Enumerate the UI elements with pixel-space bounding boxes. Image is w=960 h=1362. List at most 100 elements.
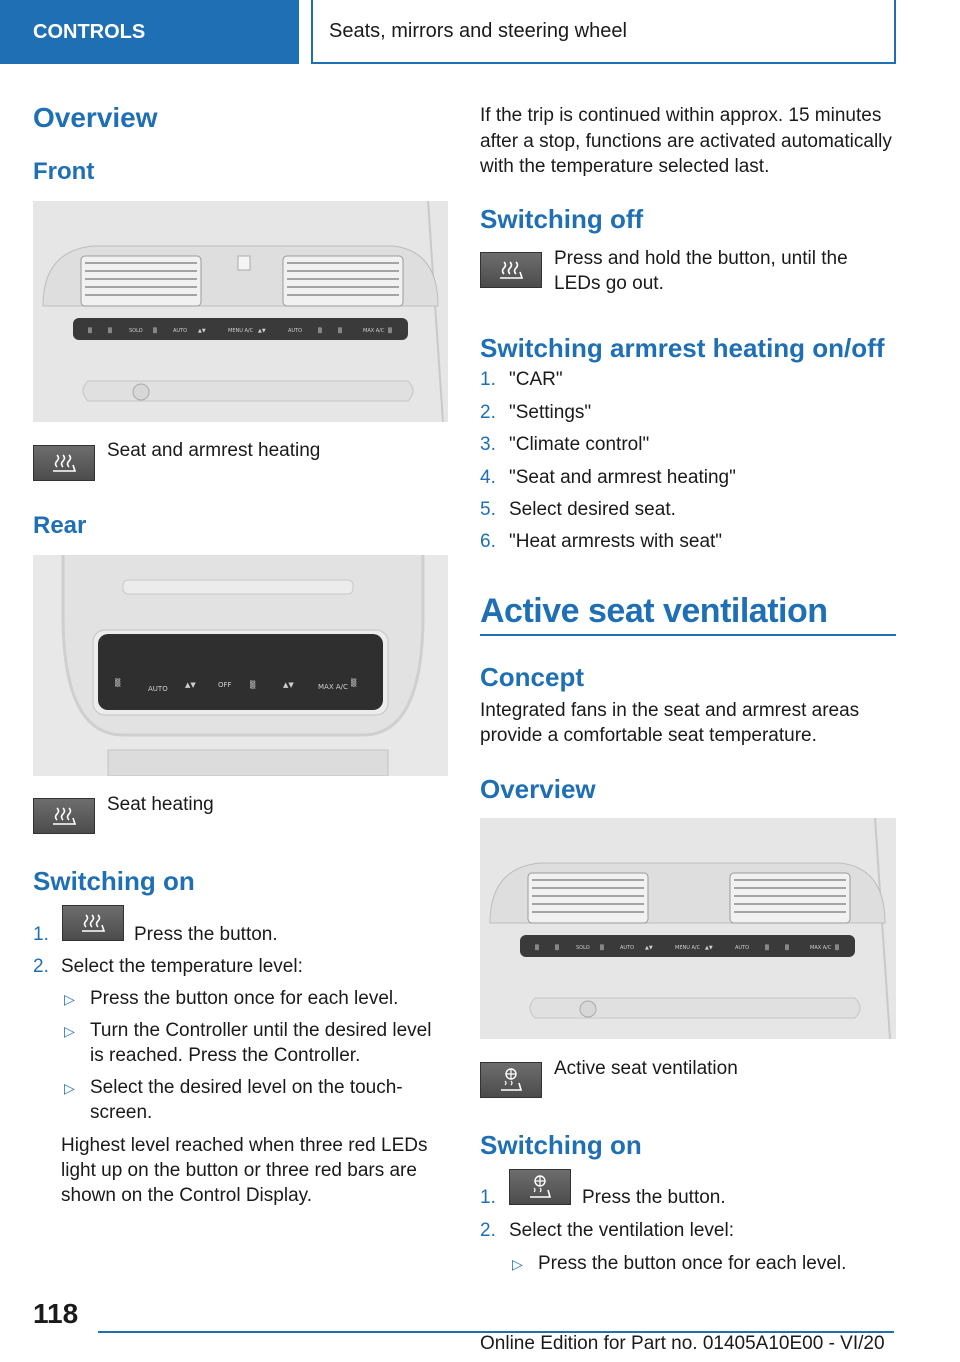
svg-text:AUTO: AUTO: [620, 945, 634, 951]
svg-text:AUTO: AUTO: [735, 945, 749, 951]
bullet-text: screen.: [90, 1102, 153, 1123]
seat-ventilation-icon: [480, 1062, 542, 1098]
armrest-step-number: 6.: [480, 531, 496, 552]
seat-ventilation-button-icon: [509, 1169, 571, 1205]
svg-text:▒: ▒: [555, 944, 559, 951]
note-text: Highest level reached when three red LED…: [61, 1135, 428, 1156]
svg-text:▲▼: ▲▼: [258, 328, 266, 334]
svg-text:▒: ▒: [388, 327, 392, 334]
front-console-illustration: ▒▒SOLO ▒AUTO▲▼ MENU A/C▲▼AUTO ▒▒MAX A/C▒: [33, 201, 448, 422]
bullet-text: Press the button once for each level.: [90, 988, 399, 1009]
svg-text:▒: ▒: [535, 944, 539, 951]
svg-text:▒: ▒: [600, 944, 604, 951]
rear-console-illustration: ▒AUTO▲▼ OFF▒▲▼ MAX A/C▒: [33, 555, 448, 776]
intro-text: with the temperature selected last.: [480, 156, 770, 177]
vent-step-number: 2.: [480, 1220, 496, 1241]
section-tab: CONTROLS: [0, 0, 299, 64]
seat-heating-icon: [33, 445, 95, 481]
step-number: 2.: [33, 956, 49, 977]
front-caption: Seat and armrest heating: [107, 440, 321, 461]
edition-text: Online Edition for Part no. 01405A10E00 …: [480, 1333, 885, 1354]
svg-text:▒: ▒: [88, 327, 92, 334]
vent-step-number: 1.: [480, 1187, 496, 1208]
intro-text: after a stop, functions are activated au…: [480, 131, 892, 152]
step-number: 1.: [33, 924, 49, 945]
bullet-marker: ▷: [64, 1080, 75, 1096]
armrest-step-number: 4.: [480, 467, 496, 488]
concept-heading: Concept: [480, 662, 584, 692]
overview-heading: Overview: [33, 102, 158, 133]
switch-off-text: Press and hold the button, until the: [554, 248, 848, 269]
rear-heading: Rear: [33, 512, 87, 539]
vent-bullet-text: Press the button once for each level.: [538, 1253, 847, 1274]
rear-caption: Seat heating: [107, 794, 214, 815]
svg-text:▒: ▒: [115, 678, 121, 687]
armrest-heading: Switching armrest heating on/off: [480, 333, 885, 363]
seat-heating-rear-icon: [33, 798, 95, 834]
svg-text:▒: ▒: [351, 678, 357, 687]
svg-text:▒: ▒: [108, 327, 112, 334]
bullet-text: Select the desired level on the touch-: [90, 1077, 403, 1098]
svg-text:▒: ▒: [785, 944, 789, 951]
front-panel-label-solo: SOLO: [129, 328, 143, 334]
svg-text:AUTO: AUTO: [173, 328, 187, 334]
front-panel-label-max-ac: MAX A/C: [363, 328, 385, 334]
bullet-text: Turn the Controller until the desired le…: [90, 1020, 432, 1041]
rear-panel-label-max-ac: MAX A/C: [318, 683, 348, 691]
armrest-step-text: "Seat and armrest heating": [509, 467, 736, 488]
svg-text:▲▼: ▲▼: [283, 681, 294, 689]
step-text: Press the button.: [134, 924, 278, 945]
intro-text: If the trip is continued within approx. …: [480, 105, 882, 126]
step-text: Select the temperature level:: [61, 956, 303, 977]
svg-text:▲▼: ▲▼: [645, 945, 653, 951]
switching-on-heading: Switching on: [33, 866, 195, 896]
bullet-text: is reached. Press the Controller.: [90, 1045, 361, 1066]
armrest-step-text: "Climate control": [509, 434, 650, 455]
armrest-step-text: Select desired seat.: [509, 499, 676, 520]
front-heading: Front: [33, 158, 95, 185]
vent-overview-heading: Overview: [480, 774, 596, 804]
switching-off-heading: Switching off: [480, 204, 644, 234]
front-panel-label-menu-ac: MENU A/C: [228, 328, 254, 334]
heading-rule: [480, 634, 896, 636]
note-text: shown on the Control Display.: [61, 1185, 312, 1206]
chapter-label: Seats, mirrors and steering wheel: [329, 19, 627, 42]
svg-text:▒: ▒: [250, 680, 256, 689]
bullet-marker: ▷: [512, 1256, 523, 1272]
switch-off-text: LEDs go out.: [554, 273, 664, 294]
svg-text:▲▼: ▲▼: [198, 328, 206, 334]
svg-text:▒: ▒: [835, 944, 839, 951]
vent-panel-label-menu-ac: MENU A/C: [675, 945, 701, 951]
svg-text:▒: ▒: [153, 327, 157, 334]
seat-heating-switch-off-icon: [480, 252, 542, 288]
vent-panel-label-max-ac: MAX A/C: [810, 945, 832, 951]
armrest-step-number: 3.: [480, 434, 496, 455]
svg-text:▒: ▒: [765, 944, 769, 951]
svg-text:▲▼: ▲▼: [705, 945, 713, 951]
seat-heating-button-icon: [62, 905, 124, 941]
vent-caption: Active seat ventilation: [554, 1058, 738, 1079]
front-console-photo: ▒▒SOLO ▒AUTO▲▼ MENU A/C▲▼AUTO ▒▒MAX A/C▒: [33, 201, 448, 422]
note-text: light up on the button or three red bars…: [61, 1160, 417, 1181]
vent-console-photo: ▒▒SOLO ▒AUTO▲▼ MENU A/C▲▼AUTO ▒▒MAX A/C▒: [480, 818, 896, 1039]
armrest-step-number: 2.: [480, 402, 496, 423]
chapter-tab: Seats, mirrors and steering wheel: [311, 0, 896, 64]
svg-text:AUTO: AUTO: [288, 328, 302, 334]
concept-text: provide a comfortable seat temperature.: [480, 725, 817, 746]
armrest-step-text: "CAR": [509, 369, 563, 390]
armrest-step-text: "Heat armrests with seat": [509, 531, 723, 552]
bullet-marker: ▷: [64, 991, 75, 1007]
vent-step-text: Press the button.: [582, 1187, 726, 1208]
vent-step-text: Select the ventilation level:: [509, 1220, 734, 1241]
svg-text:▒: ▒: [338, 327, 342, 334]
armrest-step-number: 1.: [480, 369, 496, 390]
armrest-step-number: 5.: [480, 499, 496, 520]
svg-text:▲▼: ▲▼: [185, 681, 196, 689]
vent-console-illustration: ▒▒SOLO ▒AUTO▲▼ MENU A/C▲▼AUTO ▒▒MAX A/C▒: [480, 818, 896, 1039]
section-label: CONTROLS: [33, 20, 146, 43]
concept-text: Integrated fans in the seat and armrest …: [480, 700, 860, 721]
svg-text:▒: ▒: [318, 327, 322, 334]
armrest-step-text: "Settings": [509, 402, 592, 423]
rear-panel-label-auto: AUTO: [148, 685, 168, 693]
vent-switching-on-heading: Switching on: [480, 1130, 642, 1160]
